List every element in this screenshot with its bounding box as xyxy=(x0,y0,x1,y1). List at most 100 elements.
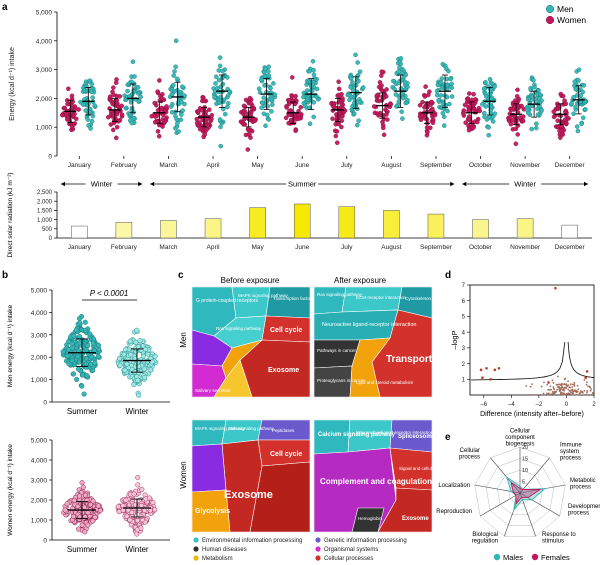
men-point xyxy=(355,122,360,128)
data-point xyxy=(129,509,135,515)
women-point xyxy=(119,112,125,118)
women-point xyxy=(432,112,438,118)
radar-tick-label: 15 xyxy=(522,457,528,463)
women-point xyxy=(246,117,252,122)
women-point xyxy=(562,98,567,103)
men-point xyxy=(315,97,321,102)
solar-bar xyxy=(115,222,133,239)
data-point xyxy=(90,518,96,524)
x-tick-label: –4 xyxy=(508,402,515,408)
data-point xyxy=(80,484,86,490)
radar-tick-label: 10 xyxy=(522,468,528,474)
tile-label: Neuroactive ligand-receptor interaction xyxy=(322,322,416,328)
women-point xyxy=(513,126,519,132)
men-point xyxy=(170,82,176,88)
men-point xyxy=(400,71,405,76)
women-point xyxy=(290,93,295,99)
data-point xyxy=(79,522,85,528)
tile-label: Hemoglobin xyxy=(358,516,383,521)
men-point xyxy=(170,101,175,107)
y-tick-label: 1 xyxy=(462,377,466,383)
volcano-point xyxy=(550,388,552,391)
women-point xyxy=(296,116,302,121)
men-point xyxy=(175,121,180,126)
row-title-men: Men xyxy=(179,332,188,348)
legend-label: Metabolism xyxy=(202,556,233,562)
men-point xyxy=(178,117,184,122)
men-point xyxy=(356,118,361,123)
data-point xyxy=(85,510,91,516)
data-point xyxy=(132,502,138,508)
men-point xyxy=(129,79,134,85)
men-point xyxy=(174,76,180,82)
volcano-point xyxy=(546,383,549,386)
women-point xyxy=(385,109,390,114)
women-point xyxy=(66,86,71,92)
solar-bar xyxy=(472,219,489,239)
men-point xyxy=(581,83,587,88)
data-point xyxy=(136,392,142,398)
men-point xyxy=(86,123,91,128)
y-tick-label: 2,000 xyxy=(36,96,53,103)
women-point xyxy=(159,96,165,101)
panel-c-voronoi: Before exposure After exposure Men Women… xyxy=(179,276,471,562)
radar-axis-label-line: Biological xyxy=(472,532,498,538)
women-point xyxy=(475,119,480,125)
women-point xyxy=(422,105,427,110)
men-point xyxy=(582,99,588,105)
men-point xyxy=(576,78,581,83)
women-point xyxy=(73,116,79,122)
data-point xyxy=(95,353,101,359)
men-point xyxy=(304,88,310,93)
volcano-point xyxy=(572,393,574,396)
men-point xyxy=(400,95,406,101)
x-tick-label: February xyxy=(111,162,138,169)
data-point xyxy=(62,507,68,513)
radar-axis-label-line: process xyxy=(570,484,591,490)
data-point xyxy=(124,361,130,367)
arrow-head xyxy=(150,181,155,187)
men-point xyxy=(355,60,360,65)
tile-label: Lipid and steroid metabolism xyxy=(356,380,414,385)
women-point xyxy=(423,84,428,89)
tile-label: Cytoskeleton xyxy=(405,296,432,301)
data-point xyxy=(90,367,96,373)
solar-bar xyxy=(160,220,177,239)
data-point xyxy=(134,518,141,524)
men-point xyxy=(434,88,440,94)
men-point xyxy=(135,85,141,90)
women-point xyxy=(339,118,345,123)
men-point xyxy=(483,80,488,85)
data-point xyxy=(123,346,129,352)
data-point xyxy=(84,373,90,379)
men-point xyxy=(537,92,543,97)
women-point xyxy=(204,127,209,132)
y-axis-title: Direct solar radiation (kJ m⁻²) xyxy=(7,172,14,257)
men-point xyxy=(214,74,219,79)
legend-females-label: Females xyxy=(541,553,570,562)
men-point xyxy=(256,86,262,91)
x-tick-label: July xyxy=(341,162,353,169)
men-point xyxy=(266,69,271,74)
significant-point xyxy=(493,368,497,372)
men-point xyxy=(269,96,275,102)
tile-label: Exosome xyxy=(268,367,299,374)
significant-point xyxy=(479,368,483,372)
data-point xyxy=(71,333,77,339)
tile-label: Cell cycle xyxy=(270,327,302,334)
solar-bar xyxy=(427,213,445,239)
men-point xyxy=(394,104,399,109)
y-tick-label: 6 xyxy=(462,299,466,305)
data-point xyxy=(134,527,140,533)
women-point xyxy=(247,132,252,138)
women-point xyxy=(562,117,568,123)
voronoi-legend: Environmental information processing Hum… xyxy=(193,537,407,562)
women-point xyxy=(555,118,560,123)
volcano-point xyxy=(585,393,588,396)
men-point xyxy=(172,69,177,74)
men-point xyxy=(169,87,175,92)
men-point xyxy=(531,77,536,83)
